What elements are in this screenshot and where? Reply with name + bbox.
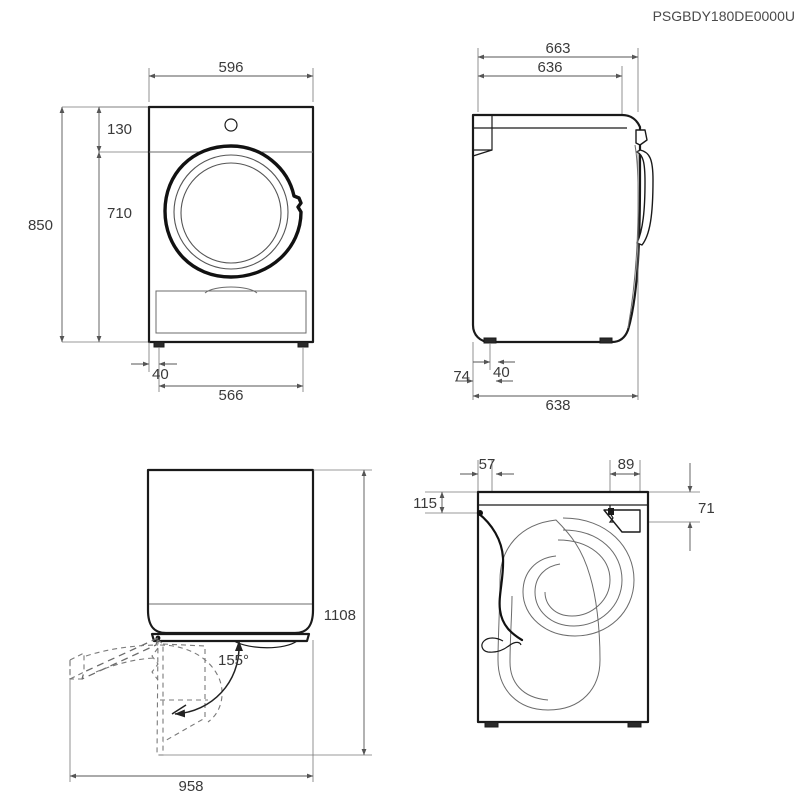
rear-drum-outline-2 [534,529,623,627]
front-total-height-dimension: 850 [28,106,65,343]
side-depth-max-value: 663 [545,40,570,57]
power-plug [481,637,522,653]
side-cabinet-outline [471,113,642,344]
rear-cord-height-value: 115 [413,495,437,512]
rear-valve-width-dimension: 89 [609,456,641,477]
top-door-swept-outline-3 [95,657,159,673]
rear-condenser-duct [497,519,601,711]
front-foot-right [297,341,309,348]
side-rear-offset-value: 74 [453,368,470,385]
side-foot-inset-value: 40 [493,364,510,381]
drawing-reference-code: PSGBDY180DE0000U [653,8,795,24]
top-open-width-value: 958 [178,778,203,795]
front-panel-height-dimension: 130 [96,106,132,153]
side-view: 663 636 [453,40,654,414]
front-door-height-dimension: 710 [96,151,132,343]
top-door-open-155 [81,637,159,680]
rear-valve-height-dimension: 71 [687,463,715,551]
side-depth-max-dimension: 663 [477,40,639,60]
rear-cord-inset-dimension: 57 [460,456,514,477]
rear-valve-height-value: 71 [698,500,715,517]
rear-foot-right [627,721,642,728]
top-open-depth-value: 1108 [324,607,356,624]
front-foot-inset-value: 40 [152,366,169,383]
top-door-closed [150,632,311,643]
side-lid-catch [635,129,648,146]
power-cord-entry [477,510,483,516]
rear-valve-connector [608,508,614,515]
top-door-open-90-panel [162,643,206,743]
top-door-hinge-detail [151,647,159,681]
top-view-door-swing: 155° 1108 958 [69,468,372,795]
rear-cord-height-dimension: 115 [413,491,445,514]
front-width-dimension: 596 [148,59,314,79]
rear-drum-outline-1 [522,517,635,637]
front-water-container-drawer [155,290,307,334]
front-width-value: 596 [218,59,243,76]
program-selector-knob [224,118,238,132]
side-body-depth-value: 638 [545,397,570,414]
top-open-width-dimension: 958 [69,773,314,795]
top-cabinet-outline [146,468,315,635]
top-open-depth-dimension: 1108 [324,469,367,756]
front-foot-span-value: 566 [218,387,243,404]
rear-valve-width-value: 89 [618,456,635,473]
side-rear-offset-dimension: 74 [453,368,513,385]
top-door-open-edge-2 [69,660,82,680]
front-door-height-value: 710 [107,205,132,222]
door-swing-angle-value: 155° [218,652,249,669]
front-total-height-value: 850 [28,217,53,234]
side-foot-rear [599,337,613,344]
side-foot-front [483,337,497,344]
side-door-handle [636,149,654,246]
rear-foot-left [484,721,499,728]
side-depth-door-value: 636 [537,59,562,76]
rear-view: 57 89 115 71 [413,456,715,728]
top-door-swept-outline [159,644,223,723]
front-panel-height-value: 130 [107,121,132,138]
appliance-door-glass [180,162,282,264]
rear-duct-inner [509,595,549,701]
top-door-swept-outline-2 [85,644,159,657]
front-foot-inset-dimension: 40 [131,361,177,383]
power-cord [476,511,524,642]
door-swing-arc [174,644,240,718]
door-swing-arc-end-tick [171,704,187,715]
side-depth-door-dimension: 636 [477,59,623,79]
rear-cord-inset-value: 57 [479,456,496,473]
side-foot-inset-dimension: 40 [473,359,515,381]
rear-drum-outline-3 [544,539,611,617]
top-door-open-90 [156,638,164,756]
top-door-open-edge [69,652,85,680]
front-view: 596 130 710 850 [28,59,315,404]
front-foot-left [153,341,165,348]
front-foot-span-dimension: 566 [158,383,304,404]
rear-connection-block [603,509,641,533]
side-body-depth-dimension: 638 [472,393,639,414]
